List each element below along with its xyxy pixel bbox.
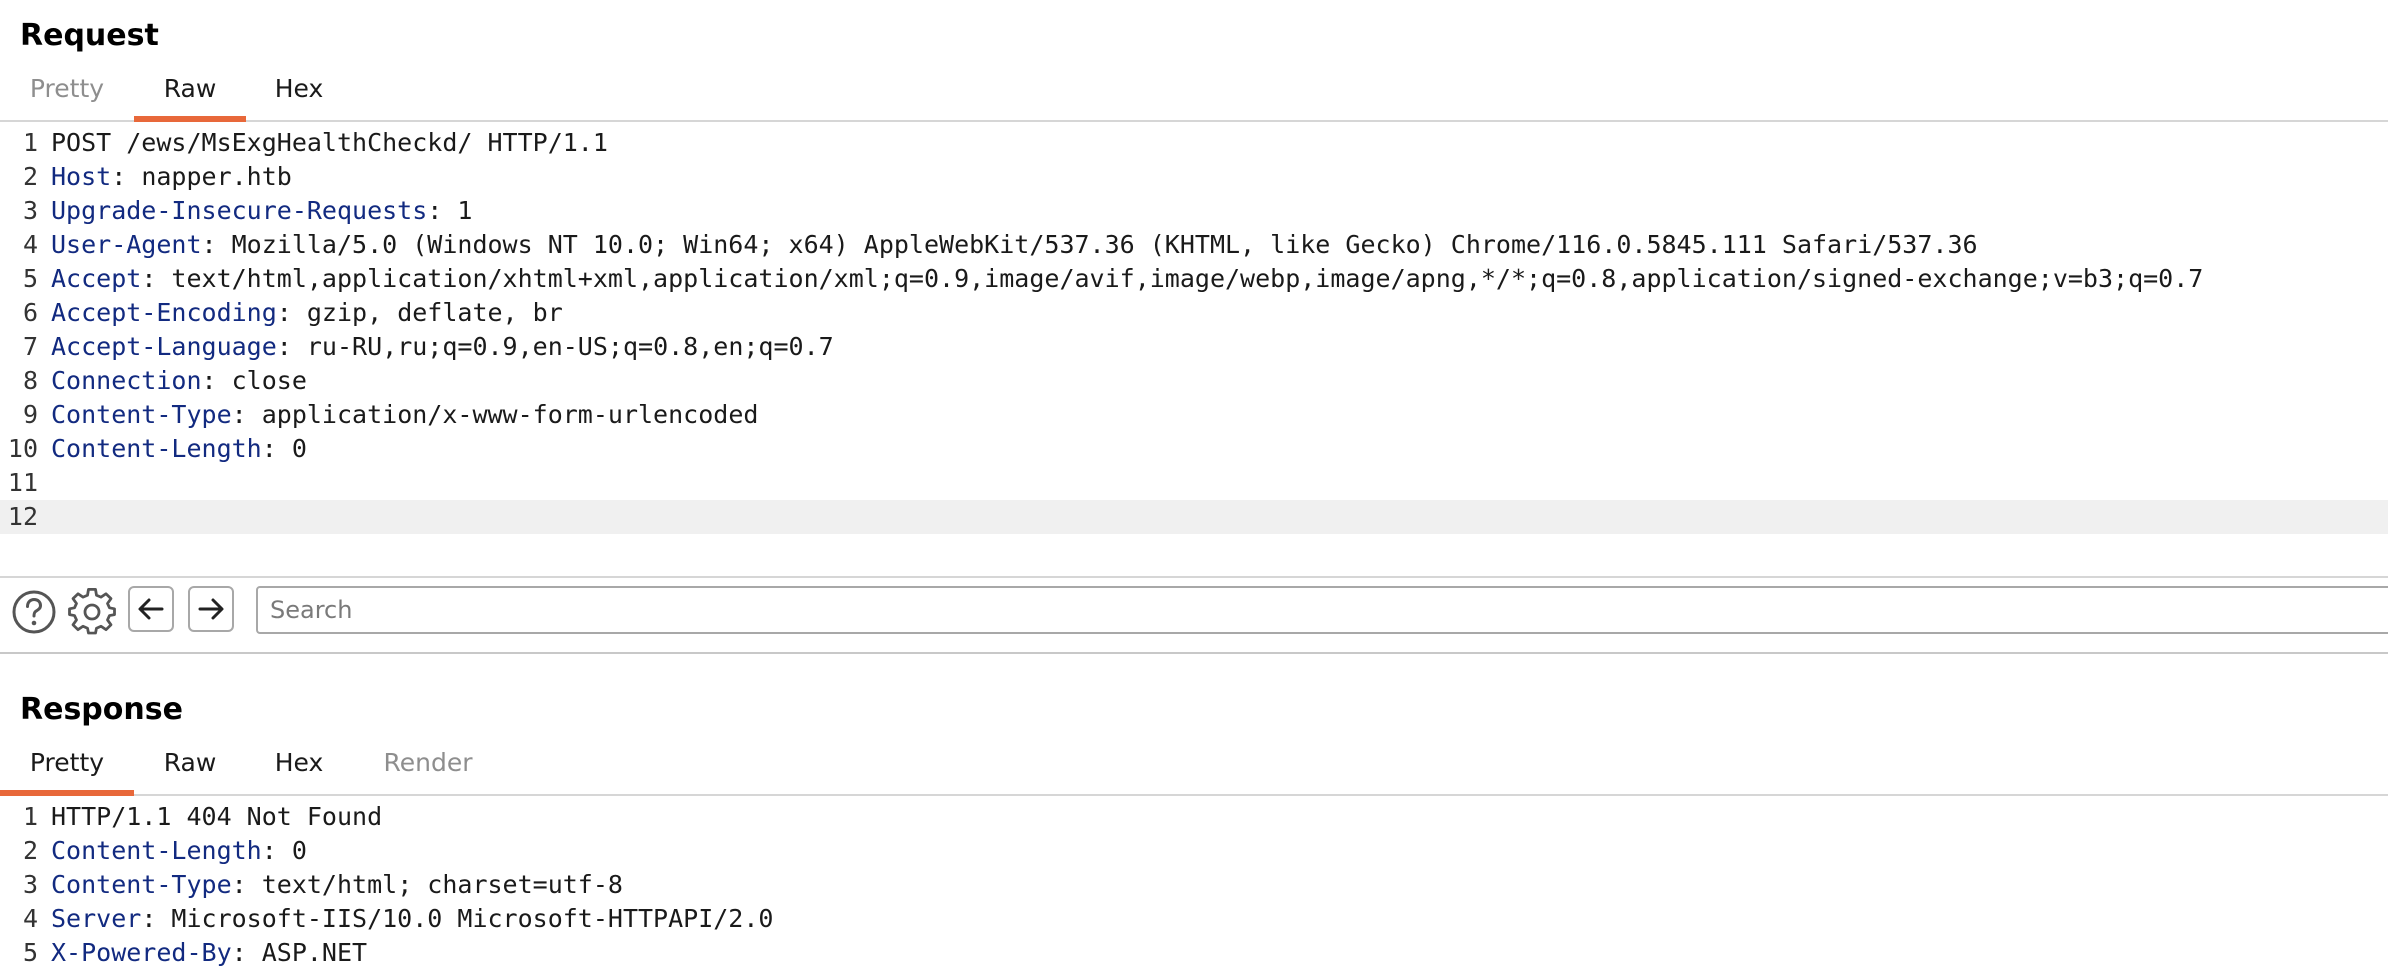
header-name: Accept-Language [51,332,277,361]
gear-icon[interactable] [68,588,116,636]
header-name: Upgrade-Insecure-Requests [51,196,428,225]
header-name: Host [51,162,112,191]
header-value: : gzip, deflate, br [276,298,563,327]
search-input[interactable] [256,586,2388,634]
line-number: 1 [22,128,38,157]
code-line[interactable]: 12 [0,500,2388,534]
code-line[interactable]: 4 User-Agent: Mozilla/5.0 (Windows NT 10.… [0,228,2388,262]
header-value: : application/x-www-form-urlencoded [231,400,759,429]
line-number: 11 [7,468,38,497]
next-match-button[interactable] [188,586,234,632]
line-number: 8 [22,366,38,395]
line-number: 4 [22,904,38,933]
header-name: User-Agent [51,230,202,259]
header-name: X-Powered-By [51,938,232,967]
code-line[interactable]: 10 Content-Length: 0 [0,432,2388,466]
previous-match-button[interactable] [128,586,174,632]
line-number: 4 [22,230,38,259]
request-tab-hex[interactable]: Hex [274,74,324,103]
response-tab-render[interactable]: Render [383,748,473,777]
header-name: Content-Type [51,870,232,899]
code-line[interactable]: 7 Accept-Language: ru-RU,ru;q=0.9,en-US;q… [0,330,2388,364]
header-name: Content-Length [51,434,262,463]
code-line[interactable]: 8 Connection: close [0,364,2388,398]
code-line[interactable]: 3 Upgrade-Insecure-Requests: 1 [0,194,2388,228]
pane-divider[interactable] [0,652,2388,654]
header-name: Accept-Encoding [51,298,277,327]
header-name: Content-Length [51,836,262,865]
code-line[interactable]: 9 Content-Type: application/x-www-form-ur… [0,398,2388,432]
line-number: 5 [22,264,38,293]
header-value: HTTP/1.1 404 Not Found [51,802,383,831]
line-number: 9 [22,400,38,429]
header-value: : ru-RU,ru;q=0.9,en-US;q=0.8,en;q=0.7 [276,332,834,361]
response-tab-pretty[interactable]: Pretty [0,736,134,796]
line-number: 7 [22,332,38,361]
header-name: Connection [51,366,202,395]
code-line[interactable]: 5 X-Powered-By: ASP.NET [0,936,2388,970]
response-tabs: Pretty Raw Hex Render [0,736,2388,796]
code-line[interactable]: 6 Accept-Encoding: gzip, deflate, br [0,296,2388,330]
code-line[interactable]: 1 POST /ews/MsExgHealthCheckd/ HTTP/1.1 [0,126,2388,160]
arrow-left-icon [138,598,164,620]
help-circle-icon[interactable] [10,588,58,636]
line-number: 10 [7,434,38,463]
request-title: Request [20,18,159,53]
line-number: 2 [22,836,38,865]
header-value: : ASP.NET [231,938,368,967]
line-number: 3 [22,196,38,225]
header-value: : 0 [261,836,307,865]
code-line[interactable]: 2 Content-Length: 0 [0,834,2388,868]
arrow-right-icon [198,598,224,620]
header-value: : close [201,366,307,395]
line-number: 5 [22,938,38,967]
code-line[interactable]: 2 Host: napper.htb [0,160,2388,194]
header-name: Server [51,904,142,933]
code-line[interactable]: 1 HTTP/1.1 404 Not Found [0,800,2388,834]
line-number: 1 [22,802,38,831]
line-number: 2 [22,162,38,191]
code-line[interactable]: 3 Content-Type: text/html; charset=utf-8 [0,868,2388,902]
header-value: : napper.htb [111,162,292,191]
header-value: : 1 [427,196,473,225]
header-value: : Mozilla/5.0 (Windows NT 10.0; Win64; x… [201,230,1978,259]
code-line[interactable]: 11 [0,466,2388,500]
request-tab-raw[interactable]: Raw [134,62,246,122]
response-tab-raw[interactable]: Raw [163,748,217,777]
search-toolbar [0,576,2388,650]
line-number: 6 [22,298,38,327]
header-value: : Microsoft-IIS/10.0 Microsoft-HTTPAPI/2… [141,904,774,933]
header-name: Content-Type [51,400,232,429]
header-value: : text/html; charset=utf-8 [231,870,623,899]
header-name: Accept [51,264,142,293]
response-tab-hex[interactable]: Hex [274,748,324,777]
request-tabs: Pretty Raw Hex [0,62,2388,122]
response-title: Response [20,692,183,727]
code-line[interactable]: 5 Accept: text/html,application/xhtml+xml… [0,262,2388,296]
code-line[interactable]: 4 Server: Microsoft-IIS/10.0 Microsoft-HT… [0,902,2388,936]
header-value: : text/html,application/xhtml+xml,applic… [141,264,2204,293]
header-value: : 0 [261,434,307,463]
line-number: 3 [22,870,38,899]
header-value: POST /ews/MsExgHealthCheckd/ HTTP/1.1 [51,128,608,157]
request-tab-pretty[interactable]: Pretty [29,74,105,103]
line-number: 12 [7,502,38,531]
